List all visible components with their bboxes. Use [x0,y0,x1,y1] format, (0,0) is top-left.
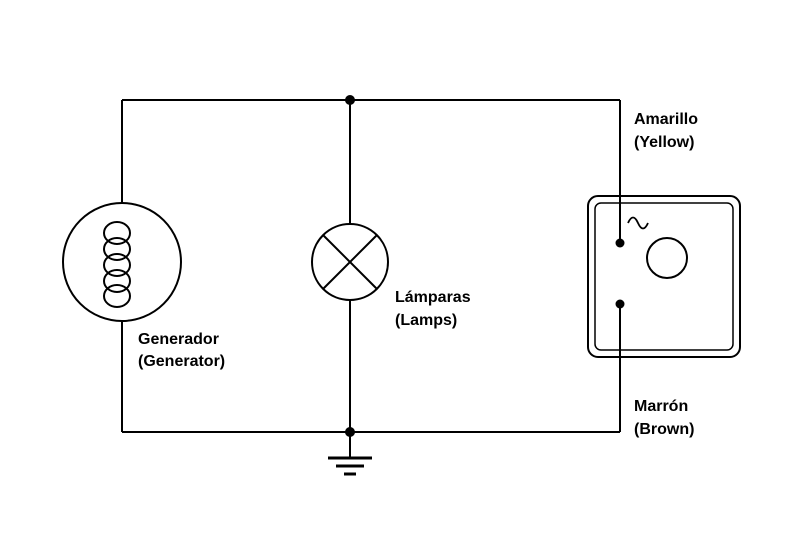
lamp-cross-icon [311,223,389,301]
yellow-wire-label-line1: Amarillo [634,111,698,128]
regulator-box-icon [587,195,741,358]
brown-wire-label-line1: Marrón [634,398,688,415]
lamp-circle [311,223,389,301]
brown-wire-label-line2: (Brown) [634,421,694,438]
ac-wave-icon [627,216,649,230]
generator-coil-icon [62,202,182,322]
coil-loop [103,253,131,277]
yellow-wire-label-line2: (Yellow) [634,134,694,151]
coil-loop [103,269,131,293]
ground-icon [328,432,372,476]
regulator-inner-border [594,202,734,351]
top-junction-dot [345,95,355,105]
regulator-outer-border [587,195,741,358]
regulator-terminal-bottom [615,299,625,309]
wires [121,99,621,433]
diagram-labels: Generador (Generator) Lámparas (Lamps) A… [138,111,698,438]
generator-label-line1: Generador [138,331,219,348]
coil-loop [103,237,131,261]
generator-label-line2: (Generator) [138,353,225,370]
regulator-inner-circle [646,237,688,279]
coil-loop [103,284,131,308]
coil-loop [103,221,131,245]
lamp-cross-line [322,234,378,290]
regulator-terminal-top [615,238,625,248]
lamps-label-line1: Lámparas [395,289,471,306]
lamps-label-line2: (Lamps) [395,312,457,329]
generator-circle [62,202,182,322]
